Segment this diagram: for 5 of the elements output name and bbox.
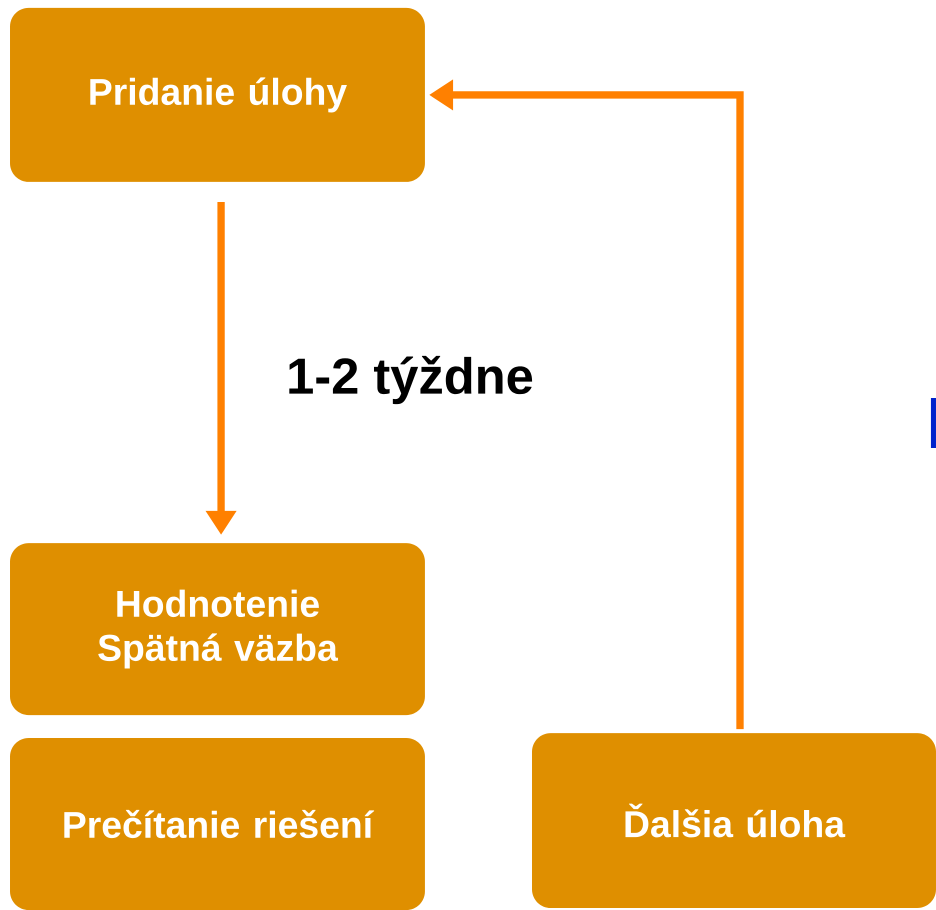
edge-label: 1-2 týždne (289, 356, 532, 404)
process-box: Pridanie úlohy (10, 8, 425, 182)
process-box: Hodnotenie Spätná väzba (10, 543, 425, 716)
process-box: Ďalšia úloha (532, 733, 936, 908)
process-box: Prečítanie riešení (10, 738, 425, 910)
